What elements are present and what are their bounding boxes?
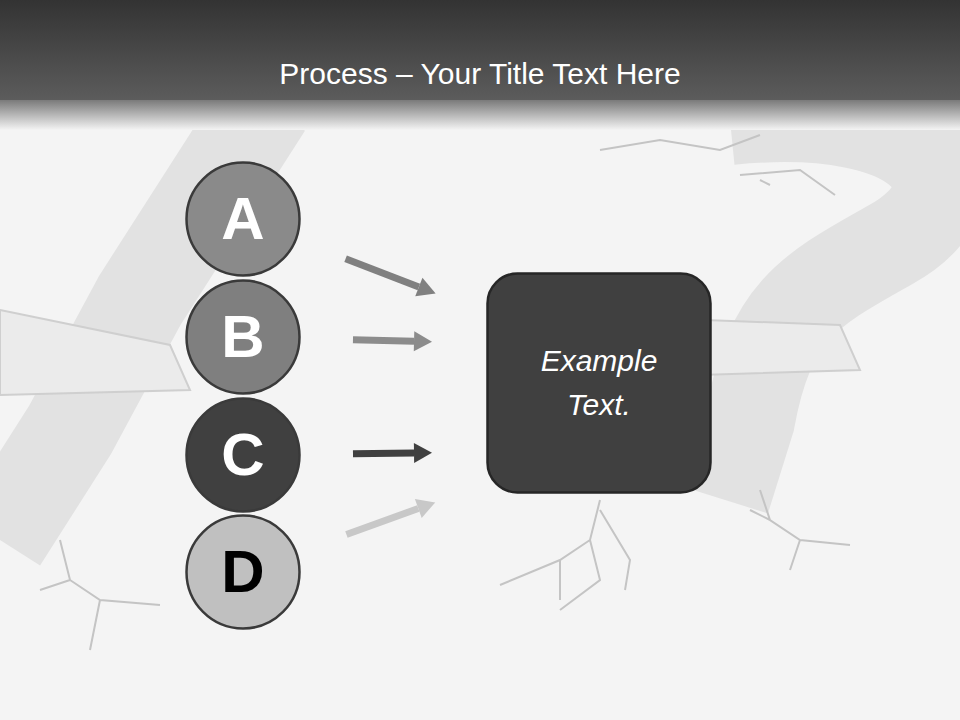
letter-circle: A xyxy=(185,161,301,277)
crack-line xyxy=(40,540,160,650)
box-text: Example Text. xyxy=(514,339,684,427)
crack-line xyxy=(600,135,835,195)
question-mark-art xyxy=(0,105,938,650)
crack-line xyxy=(750,490,850,570)
arrow-group xyxy=(353,443,432,463)
step-letter: A xyxy=(221,187,264,251)
crack-line xyxy=(500,500,630,610)
letter-circle: C xyxy=(185,397,301,513)
step-letter: B xyxy=(221,305,264,369)
arrow-group xyxy=(346,499,435,534)
arrow-shaft xyxy=(353,340,414,342)
step-letter: C xyxy=(221,423,264,487)
arrow-group xyxy=(346,259,436,297)
arrow-group xyxy=(353,331,432,351)
slide-title: Process – Your Title Text Here xyxy=(0,52,960,96)
box-shape xyxy=(488,274,711,493)
letter-circle: D xyxy=(185,514,301,630)
circle-shape xyxy=(187,281,300,394)
circle-shape xyxy=(187,163,300,276)
arrow-head xyxy=(415,278,435,297)
arrow-shaft xyxy=(346,509,418,535)
ledge xyxy=(700,320,860,375)
letter-circle: B xyxy=(185,279,301,395)
ledge xyxy=(0,310,190,395)
arrow-head xyxy=(414,443,432,463)
header-bar xyxy=(0,0,960,100)
header-fade xyxy=(0,100,960,130)
process-box: Example Text. xyxy=(486,272,712,494)
step-letter: D xyxy=(221,540,264,604)
circle-shape xyxy=(187,399,300,512)
arrow-head xyxy=(414,331,432,351)
circle-shape xyxy=(187,516,300,629)
box-outline xyxy=(486,272,712,494)
arrow-shaft xyxy=(346,259,419,287)
arrow-head xyxy=(415,499,435,518)
arrow-shaft xyxy=(353,449,414,457)
